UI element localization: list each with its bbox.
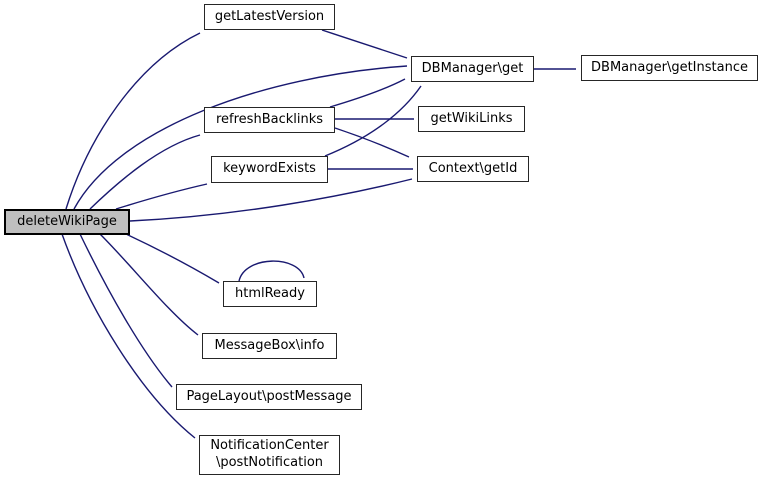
node-NotificationCenter-postNotification[interactable]: NotificationCenter \postNotification — [199, 435, 340, 475]
node-Context-getId[interactable]: Context\getId — [417, 156, 529, 182]
node-deleteWikiPage[interactable]: deleteWikiPage — [4, 209, 130, 235]
node-htmlReady[interactable]: htmlReady — [223, 281, 317, 307]
edge-deleteWikiPage-to-PageLayout-postMessage — [79, 233, 173, 388]
node-keywordExists[interactable]: keywordExists — [211, 156, 328, 183]
edge-htmlReady-to-htmlReady — [238, 260, 305, 282]
edge-deleteWikiPage-to-keywordExists — [115, 183, 208, 210]
edge-deleteWikiPage-to-NotificationCenter-postNotification — [61, 233, 196, 439]
edge-deleteWikiPage-to-DBManager-get — [73, 65, 408, 210]
edge-getLatestVersion-to-DBManager-get — [321, 29, 408, 59]
edge-deleteWikiPage-to-htmlReady — [125, 233, 220, 284]
edge-deleteWikiPage-to-refreshBacklinks — [89, 134, 201, 210]
edge-refreshBacklinks-to-Context-getId — [334, 127, 410, 158]
edge-keywordExists-to-DBManager-get — [324, 85, 422, 157]
edge-deleteWikiPage-to-getLatestVersion — [65, 32, 201, 210]
edge-deleteWikiPage-to-MessageBox-info — [99, 233, 199, 336]
node-getWikiLinks[interactable]: getWikiLinks — [418, 106, 525, 132]
node-MessageBox-info[interactable]: MessageBox\info — [202, 333, 337, 359]
edge-refreshBacklinks-to-DBManager-get — [329, 78, 406, 108]
node-PageLayout-postMessage[interactable]: PageLayout\postMessage — [176, 384, 362, 410]
node-DBManager-get[interactable]: DBManager\get — [411, 56, 534, 82]
edge-deleteWikiPage-to-Context-getId — [129, 178, 413, 222]
node-refreshBacklinks[interactable]: refreshBacklinks — [204, 107, 335, 133]
node-DBManager-getInstance[interactable]: DBManager\getInstance — [581, 55, 758, 81]
edges-group — [61, 29, 576, 439]
node-getLatestVersion[interactable]: getLatestVersion — [204, 4, 335, 30]
